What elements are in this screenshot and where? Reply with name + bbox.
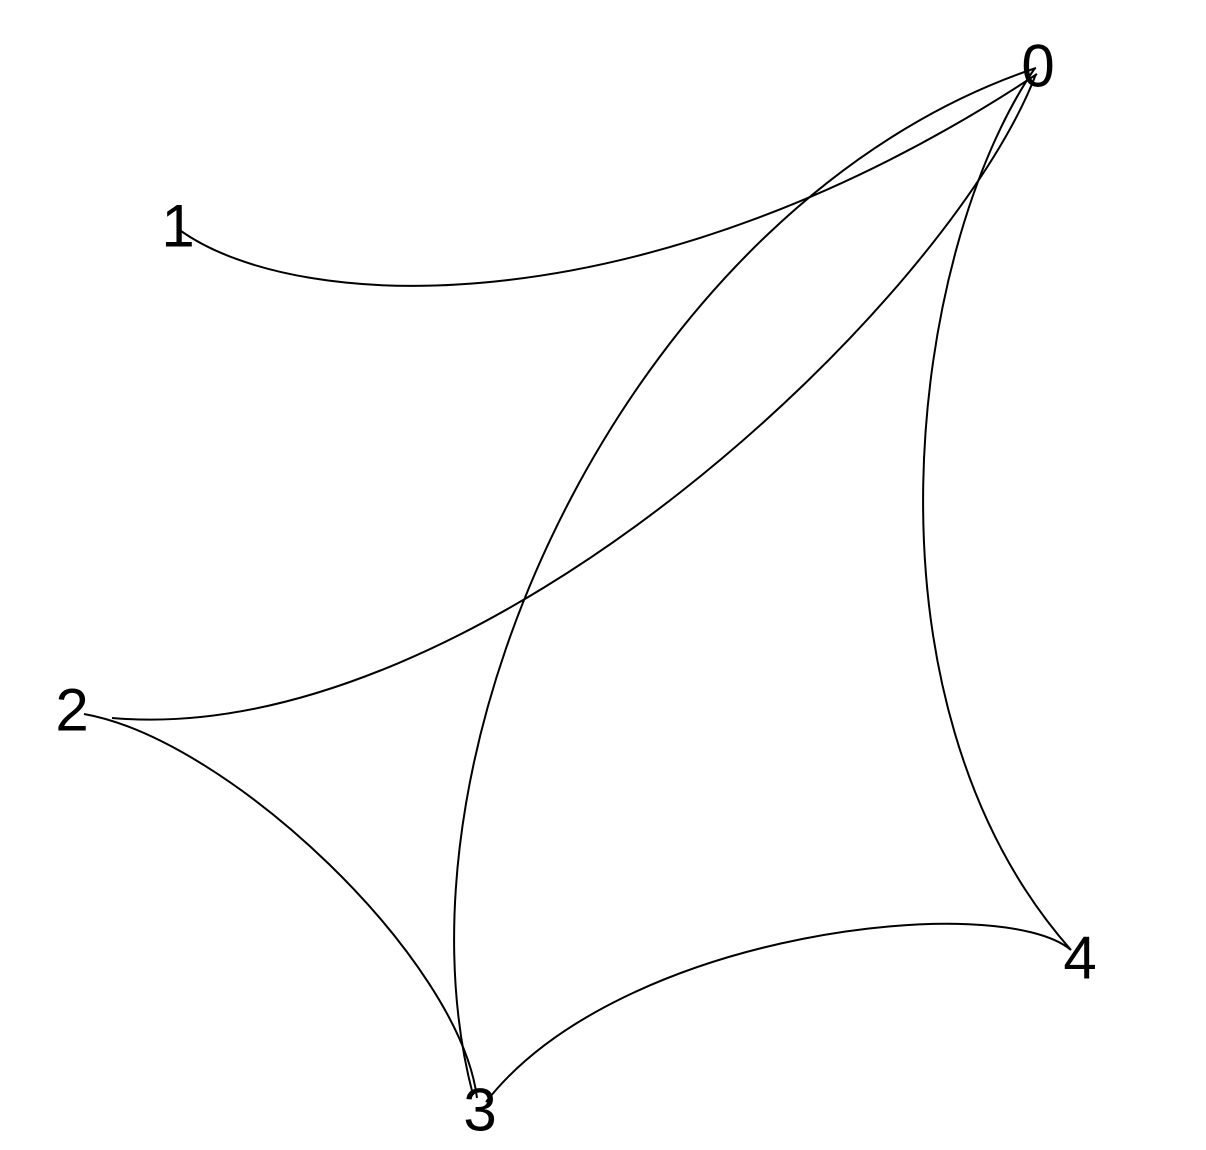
edge-2-0 xyxy=(111,73,1037,721)
edge-2-3 xyxy=(83,713,478,1099)
edge-3-0 xyxy=(453,67,1037,1096)
edge-4-0 xyxy=(922,67,1072,951)
node-label-3: 3 xyxy=(463,1077,496,1144)
node-label-2: 2 xyxy=(55,677,88,744)
node-label-1: 1 xyxy=(161,193,194,260)
edges-layer xyxy=(83,67,1072,1103)
node-label-4: 4 xyxy=(1063,925,1096,992)
node-label-0: 0 xyxy=(1021,33,1054,100)
nodes-layer: 0 1 2 3 4 xyxy=(55,33,1096,1144)
edge-1-0 xyxy=(180,73,1038,287)
edge-3-4 xyxy=(485,922,1072,1103)
